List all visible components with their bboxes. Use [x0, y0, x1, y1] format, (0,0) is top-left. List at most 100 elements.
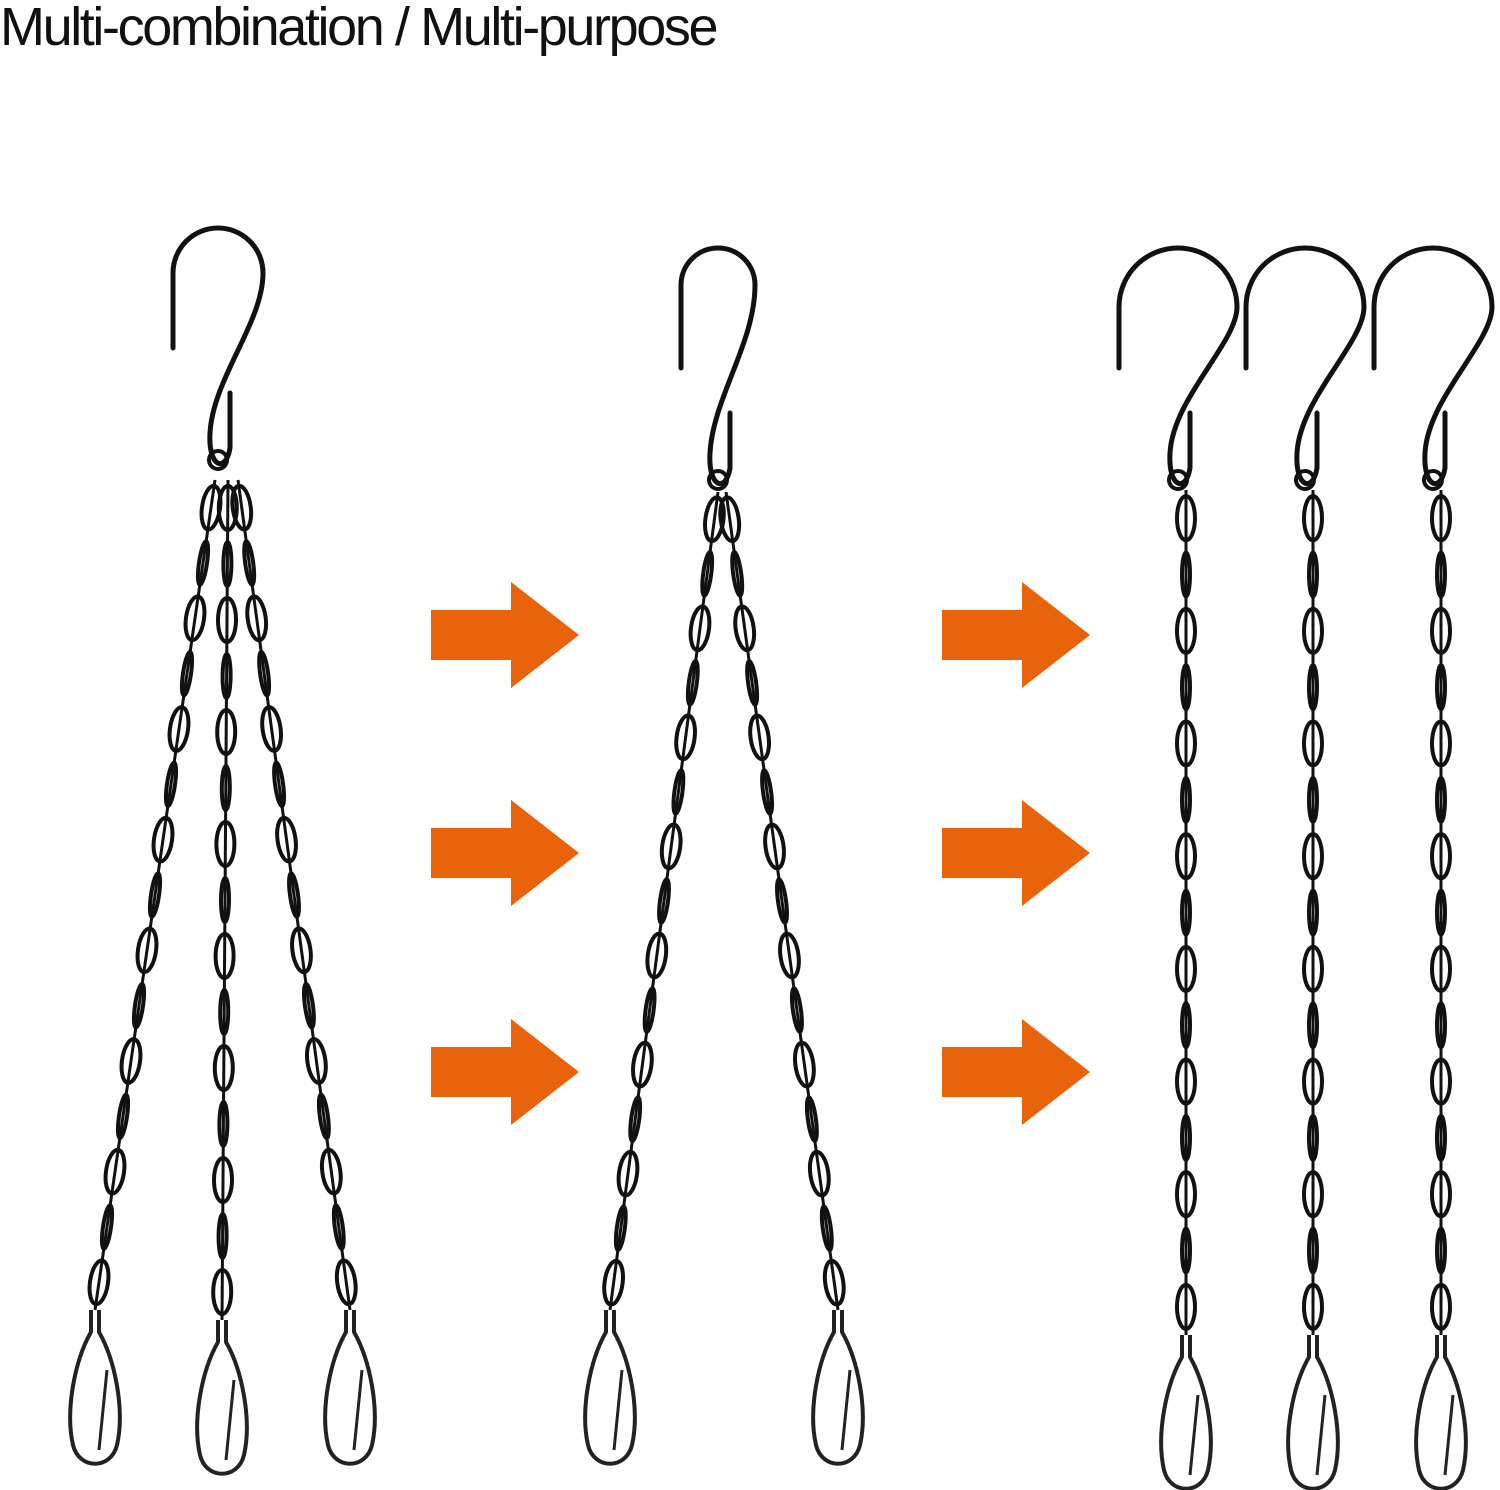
snap-clip-icon-3-2 — [1286, 1335, 1340, 1490]
chain-link — [602, 1258, 625, 1307]
chain-link — [260, 705, 283, 753]
page-title: Multi-combination / Multi-purpose — [0, 0, 719, 57]
chain-link — [1180, 663, 1192, 712]
chain-link — [1430, 494, 1452, 543]
chain-link — [1302, 832, 1324, 881]
chain-link — [275, 815, 298, 864]
chain-link — [87, 1258, 111, 1307]
snap-clip-icon-1-2 — [195, 1320, 249, 1476]
chain-link — [628, 1095, 643, 1143]
chain-link — [1302, 719, 1324, 768]
chain-link — [147, 871, 163, 919]
chain-link — [745, 659, 760, 707]
chain-link — [819, 1204, 834, 1253]
chain-link — [1307, 663, 1319, 712]
chain-1-3 — [230, 479, 358, 1311]
chain-2-1 — [602, 491, 726, 1311]
chain-link — [613, 1204, 628, 1253]
chain-link — [1430, 832, 1452, 881]
chain-link — [316, 1092, 331, 1141]
chain-link — [1302, 1282, 1324, 1331]
chain-link — [179, 649, 195, 698]
chain-link — [1175, 494, 1197, 543]
chain-link — [218, 988, 231, 1036]
chain-link — [700, 549, 715, 598]
chain-3-2 — [1302, 490, 1324, 1335]
two-chain-hanger — [583, 245, 865, 1466]
chain-link — [1180, 1001, 1192, 1050]
chain-link — [135, 926, 159, 975]
chain-link — [1175, 832, 1197, 881]
arrow-right-icon-2-2 — [942, 800, 1090, 906]
chain-link — [760, 768, 775, 816]
chain-link — [1175, 719, 1197, 768]
chain-link — [1435, 1001, 1447, 1050]
arrow-right-icon-2-3 — [942, 1019, 1090, 1125]
chain-link — [115, 1092, 131, 1141]
chain-link — [804, 1095, 819, 1143]
hook-icon-3-1 — [1116, 245, 1240, 487]
chain-link — [1302, 606, 1324, 655]
hook-icon-2-ring — [707, 469, 729, 491]
chain-link — [730, 549, 745, 598]
chain-link — [272, 760, 287, 809]
chain-link — [1180, 1113, 1192, 1162]
chain-link — [616, 1149, 640, 1198]
chain-link — [257, 649, 272, 698]
chain-link — [1435, 1226, 1447, 1275]
chain-link — [631, 1040, 654, 1089]
snap-clip-icon-1-3 — [323, 1310, 377, 1466]
chain-link — [221, 540, 234, 588]
chain-link — [183, 594, 207, 643]
snap-clip-icon-2-2 — [811, 1310, 865, 1466]
chain-link — [131, 981, 147, 1030]
chain-1-2 — [211, 479, 239, 1321]
chain-link — [301, 981, 316, 1030]
chain-link — [778, 931, 801, 980]
chain-link — [1180, 550, 1192, 599]
arrow-right-icon-1-1 — [431, 582, 579, 688]
chain-link — [657, 877, 671, 925]
chain-link — [674, 713, 697, 762]
chain-link — [1175, 1057, 1197, 1106]
chain-link — [792, 1040, 816, 1089]
chain-link — [215, 596, 239, 644]
chain-link — [807, 1149, 831, 1198]
snap-clip-icon-3-3 — [1414, 1335, 1468, 1490]
chain-link — [214, 820, 237, 868]
single-chain-hangers — [1116, 245, 1495, 1490]
chain-link — [1307, 550, 1319, 599]
chain-3-1 — [1175, 490, 1197, 1335]
arrow-right-icon-1-2 — [431, 800, 579, 906]
chain-link — [1307, 775, 1319, 824]
chain-link — [1180, 888, 1192, 937]
chain-link — [319, 1147, 343, 1196]
chain-link — [151, 815, 175, 864]
chain-link — [334, 1258, 358, 1307]
chain-link — [99, 1203, 115, 1251]
chain-link — [688, 604, 712, 653]
chain-1-1 — [87, 479, 223, 1311]
chain-link — [703, 495, 726, 544]
chain-link — [1175, 1282, 1197, 1331]
chain-link — [671, 768, 686, 816]
chain-link — [287, 871, 301, 919]
chain-link — [685, 659, 700, 707]
hook-icon-3-2-ring — [1294, 469, 1316, 491]
chain-3-3 — [1430, 490, 1452, 1335]
chain-link — [1430, 719, 1452, 768]
chain-link — [331, 1203, 346, 1251]
chain-link — [1430, 1282, 1452, 1331]
chain-link — [1435, 1113, 1447, 1162]
chain-link — [1435, 550, 1447, 599]
arrows — [431, 582, 1090, 1125]
chain-link — [1435, 775, 1447, 824]
chain-link — [242, 539, 257, 587]
chain-link — [1175, 606, 1197, 655]
chain-link — [1307, 1001, 1319, 1050]
chain-link — [659, 822, 683, 871]
arrow-right-icon-1-3 — [431, 1019, 579, 1125]
chain-link — [1302, 944, 1324, 993]
chain-link — [1175, 1170, 1197, 1219]
chain-2-2 — [718, 491, 846, 1311]
